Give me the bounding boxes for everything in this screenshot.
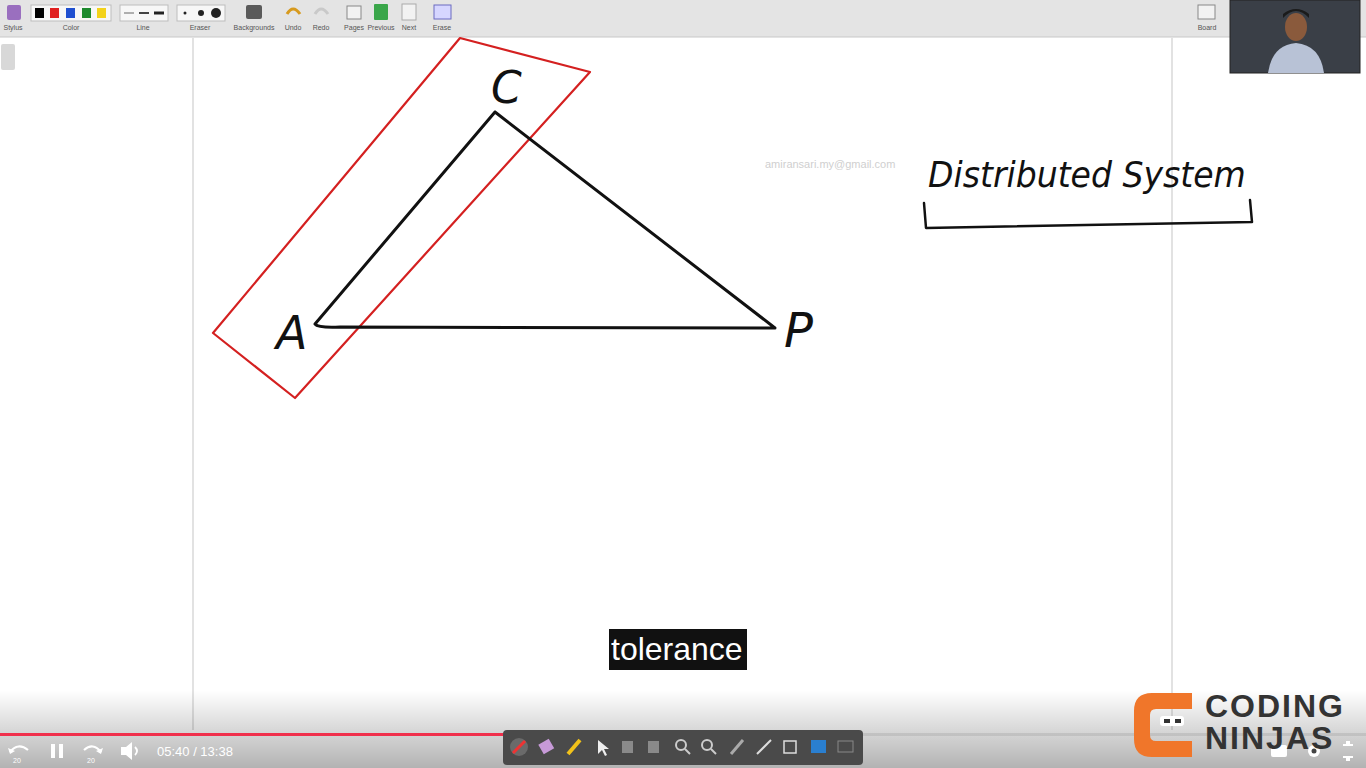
toolbar-caption: Pages [344,24,364,31]
toolbar-caption: Color [63,24,80,31]
toolbar-caption: Stylus [3,24,22,31]
toolbar-caption: Erase [433,24,451,31]
subtitle: tolerance [609,629,747,670]
watermark: amiransari.my@gmail.com [765,159,895,170]
vertex-label: C [491,66,522,110]
toolbar-caption: Board [1198,24,1217,31]
toolbar-caption: Line [136,24,149,31]
time-display: 05:40 / 13:38 [157,745,233,758]
logo-text: CODING [1205,690,1345,722]
board-heading: Distributed System [928,157,1246,193]
toolbar-caption: Redo [313,24,330,31]
toolbar-caption: Previous [367,24,394,31]
logo-text: NINJAS [1205,722,1334,754]
toolbar-caption: Eraser [190,24,211,31]
vertex-label: A [276,310,307,356]
toolbar-caption: Undo [285,24,302,31]
toolbar-caption: Backgrounds [234,24,275,31]
seek-seconds: 20 [13,757,21,764]
seek-seconds: 20 [87,757,95,764]
toolbar-caption: Next [402,24,416,31]
vertex-label: P [784,306,813,354]
